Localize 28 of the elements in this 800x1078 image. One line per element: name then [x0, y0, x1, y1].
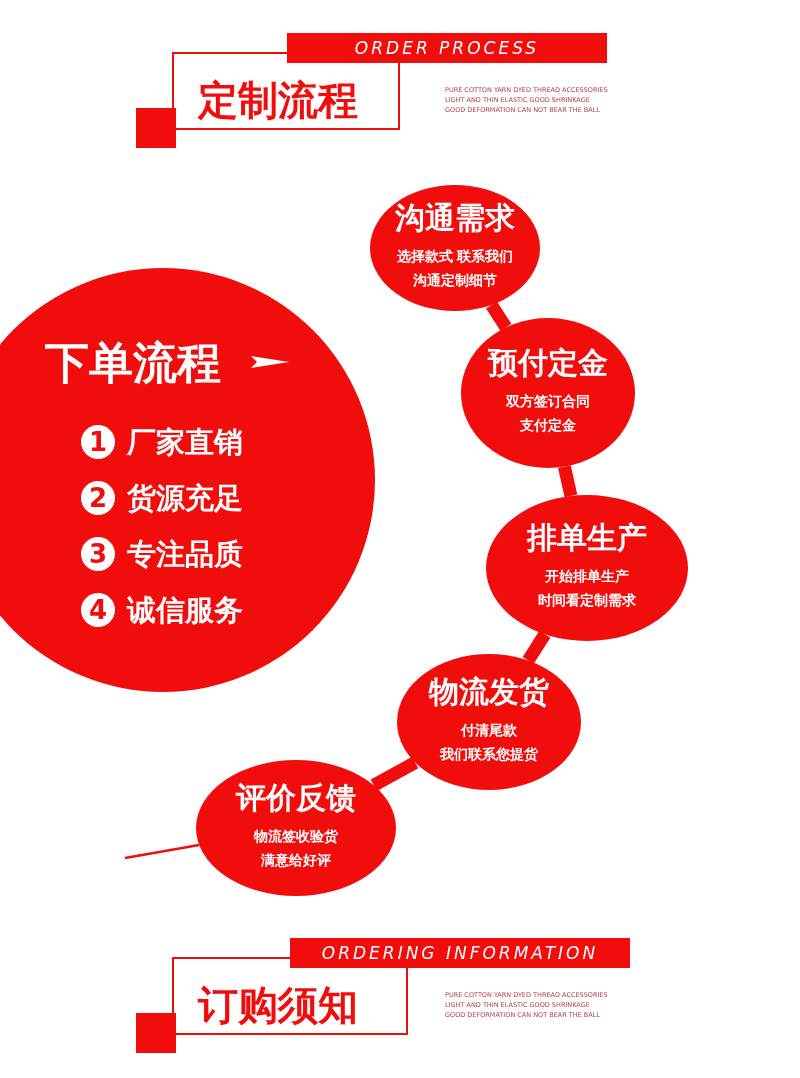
connector-line [124, 843, 200, 860]
list-item: 厂家直销 [127, 424, 243, 461]
number-badge: 3 [81, 537, 115, 571]
number-badge: 1 [81, 425, 115, 459]
step-description: 开始排单生产时间看定制需求 [537, 567, 637, 610]
connector-line [558, 465, 578, 498]
list-item: 货源充足 [127, 480, 243, 517]
title-band: ORDERING INFORMATION [290, 938, 630, 968]
step-description: 付清尾款我们联系您提货 [439, 721, 539, 764]
step-title: 评价反馈 [234, 779, 357, 817]
step-description: 双方签订合同支付定金 [505, 392, 591, 435]
step-description: 物流签收验货满意给好评 [252, 827, 339, 870]
step-title: 预付定金 [486, 344, 609, 382]
number-badge: 2 [81, 481, 115, 515]
step-title: 物流发货 [427, 673, 550, 711]
section-heading: 定制流程 [198, 76, 358, 125]
list-item: 诚信服务 [127, 592, 243, 629]
circle-heading: 下单流程 [45, 336, 221, 390]
connector-line [486, 301, 512, 331]
title-band: ORDER PROCESS [287, 33, 607, 63]
section-heading: 订购须知 [198, 981, 358, 1030]
connector-line [522, 630, 551, 664]
connector-line [370, 756, 419, 791]
number-badge: 4 [81, 593, 115, 627]
step-title: 排单生产 [525, 519, 648, 557]
step-description: 选择款式 联系我们沟通定制细节 [395, 247, 515, 290]
step-title: 沟通需求 [394, 199, 516, 237]
list-item: 专注品质 [127, 536, 243, 573]
